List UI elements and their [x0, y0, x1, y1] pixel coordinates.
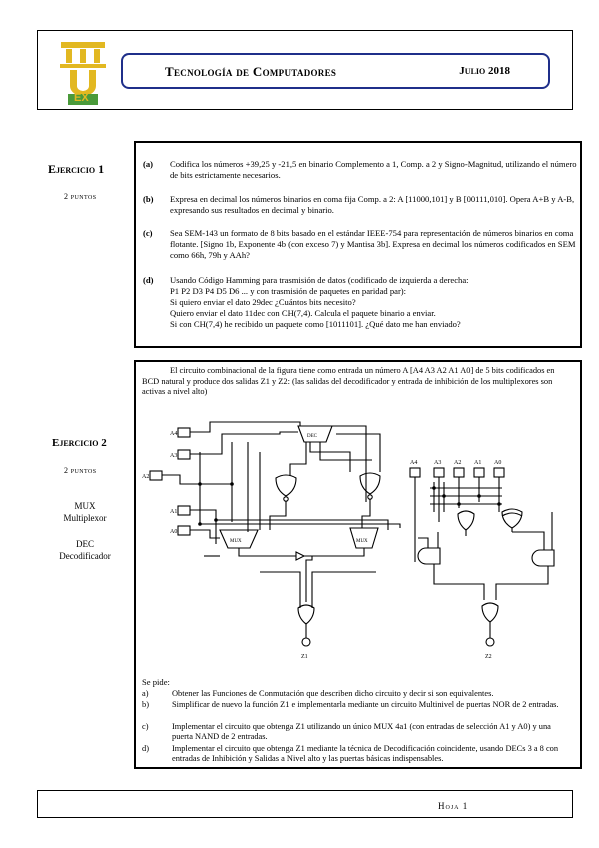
- exercise1-points: 2 puntos: [64, 192, 97, 201]
- or-gate-2: [359, 472, 381, 495]
- mux-1: [219, 529, 259, 549]
- ex1-text-a: Codifica los números +39,25 y -21,5 en b…: [170, 159, 577, 180]
- circuit-label-r-a3: A3: [434, 460, 441, 466]
- ex1-d-line-5: Si con CH(7,4) he recibido un paquete co…: [170, 319, 461, 329]
- z2-gate: [481, 602, 499, 623]
- ex2-label-c: c): [142, 722, 149, 731]
- side-note-mux: MUX: [74, 501, 96, 511]
- ex1-d-line-1: Usando Código Hamming para trasmisión de…: [170, 275, 469, 285]
- z1-output: [301, 637, 311, 647]
- university-logo: U EX: [58, 38, 108, 106]
- and-gate-1: [417, 547, 441, 565]
- ex2-label-b: b): [142, 700, 149, 709]
- ex1-text-b: Expresa en decimal los números binarios …: [170, 194, 575, 215]
- title-box: Tecnología de Computadores Julio 2018: [121, 53, 550, 89]
- ex2-text-c: Implementar el circuito que obtenga Z1 u…: [172, 722, 551, 741]
- se-pide-label: Se pide:: [142, 677, 170, 687]
- exercise2-points: 2 puntos: [64, 466, 97, 475]
- ex2-text-a: Obtener las Funciones de Conmutación que…: [172, 689, 494, 698]
- mux-2: [349, 527, 379, 549]
- ex2-label-d: d): [142, 744, 149, 753]
- circuit-label-r-a0: A0: [494, 460, 501, 466]
- ex2-text-b: Simplificar de nuevo la función Z1 e imp…: [172, 700, 559, 709]
- input-box-r-a4: [409, 467, 421, 478]
- decoder-block: [297, 425, 333, 443]
- circuit-label-a4: A4: [170, 431, 177, 437]
- circuit-label-dec: DEC: [307, 434, 318, 439]
- exam-date: Julio 2018: [459, 65, 510, 77]
- circuit-label-mux1: MUX: [230, 539, 242, 544]
- ex1-label-d: (d): [143, 275, 154, 285]
- circuit-label-r-a2: A2: [454, 460, 461, 466]
- logo-graphic: [60, 42, 106, 105]
- circuit-diagram: A4 A3 A2 A1 A0 DEC MUX MUX A4 A3 A2 A1 A…: [142, 421, 555, 660]
- circuit-label-z2: Z2: [485, 654, 492, 660]
- circuit-label-a0: A0: [170, 529, 177, 535]
- ex1-d-line-4: Quiero enviar el dato 11dec con CH(7,4).…: [170, 308, 436, 318]
- ex1-label-c: (c): [143, 228, 153, 238]
- or-gate-1: [275, 474, 297, 497]
- input-box-a3: [177, 449, 191, 460]
- side-note-dec: DEC: [76, 539, 94, 549]
- z2-output: [485, 637, 495, 647]
- ex1-label-a: (a): [143, 159, 154, 169]
- ex1-label-b: (b): [143, 194, 154, 204]
- exercise2-box: [134, 360, 582, 769]
- circuit-label-a3: A3: [170, 453, 177, 459]
- side-note-decodificador: Decodificador: [59, 551, 111, 561]
- page-number: Hoja 1: [438, 801, 469, 811]
- input-box-r-a2: [453, 467, 465, 478]
- exercise2-intro: El circuito combinacional de la figura t…: [142, 366, 555, 396]
- xor-gate: [501, 508, 523, 529]
- ex1-text-d: Usando Código Hamming para trasmisión de…: [170, 275, 580, 330]
- input-box-r-a3: [433, 467, 445, 478]
- exercise2-title: Ejercicio 2: [52, 437, 107, 449]
- circuit-label-r-a1: A1: [474, 460, 481, 466]
- z1-gate: [297, 604, 315, 625]
- footer-frame: [37, 790, 573, 818]
- circuit-label-a2: A2: [142, 474, 149, 480]
- side-note-multiplexor: Multiplexor: [63, 513, 107, 523]
- circuit-label-mux2: MUX: [356, 539, 368, 544]
- input-box-a0: [177, 525, 191, 536]
- ex1-text-c: Sea SEM-143 un formato de 8 bits basado …: [170, 228, 576, 260]
- ex1-d-line-3: Si quiero enviar el dato 29dec ¿Cuántos …: [170, 297, 356, 307]
- input-box-a2: [149, 470, 163, 481]
- input-box-a4: [177, 427, 191, 438]
- course-title: Tecnología de Computadores: [165, 64, 337, 79]
- circuit-label-z1: Z1: [301, 654, 308, 660]
- and-gate-2: [531, 549, 555, 567]
- circuit-label-r-a4: A4: [410, 460, 417, 466]
- ex2-label-a: a): [142, 689, 149, 698]
- circuit-label-a1: A1: [170, 509, 177, 515]
- buffer: [295, 551, 306, 561]
- exercise1-title: Ejercicio 1: [48, 162, 105, 176]
- logo-letters-ex: EX: [74, 92, 89, 104]
- input-box-a1: [177, 505, 191, 516]
- ex1-d-line-2: P1 P2 D3 P4 D5 D6 ... y con trasmisión d…: [170, 286, 407, 296]
- input-box-r-a0: [493, 467, 505, 478]
- input-box-r-a1: [473, 467, 485, 478]
- exercise1-box: [134, 141, 582, 348]
- header-frame: [37, 30, 573, 110]
- or-gate-3: [457, 510, 475, 531]
- ex2-text-d: Implementar el circuito que obtenga Z1 m…: [172, 744, 559, 763]
